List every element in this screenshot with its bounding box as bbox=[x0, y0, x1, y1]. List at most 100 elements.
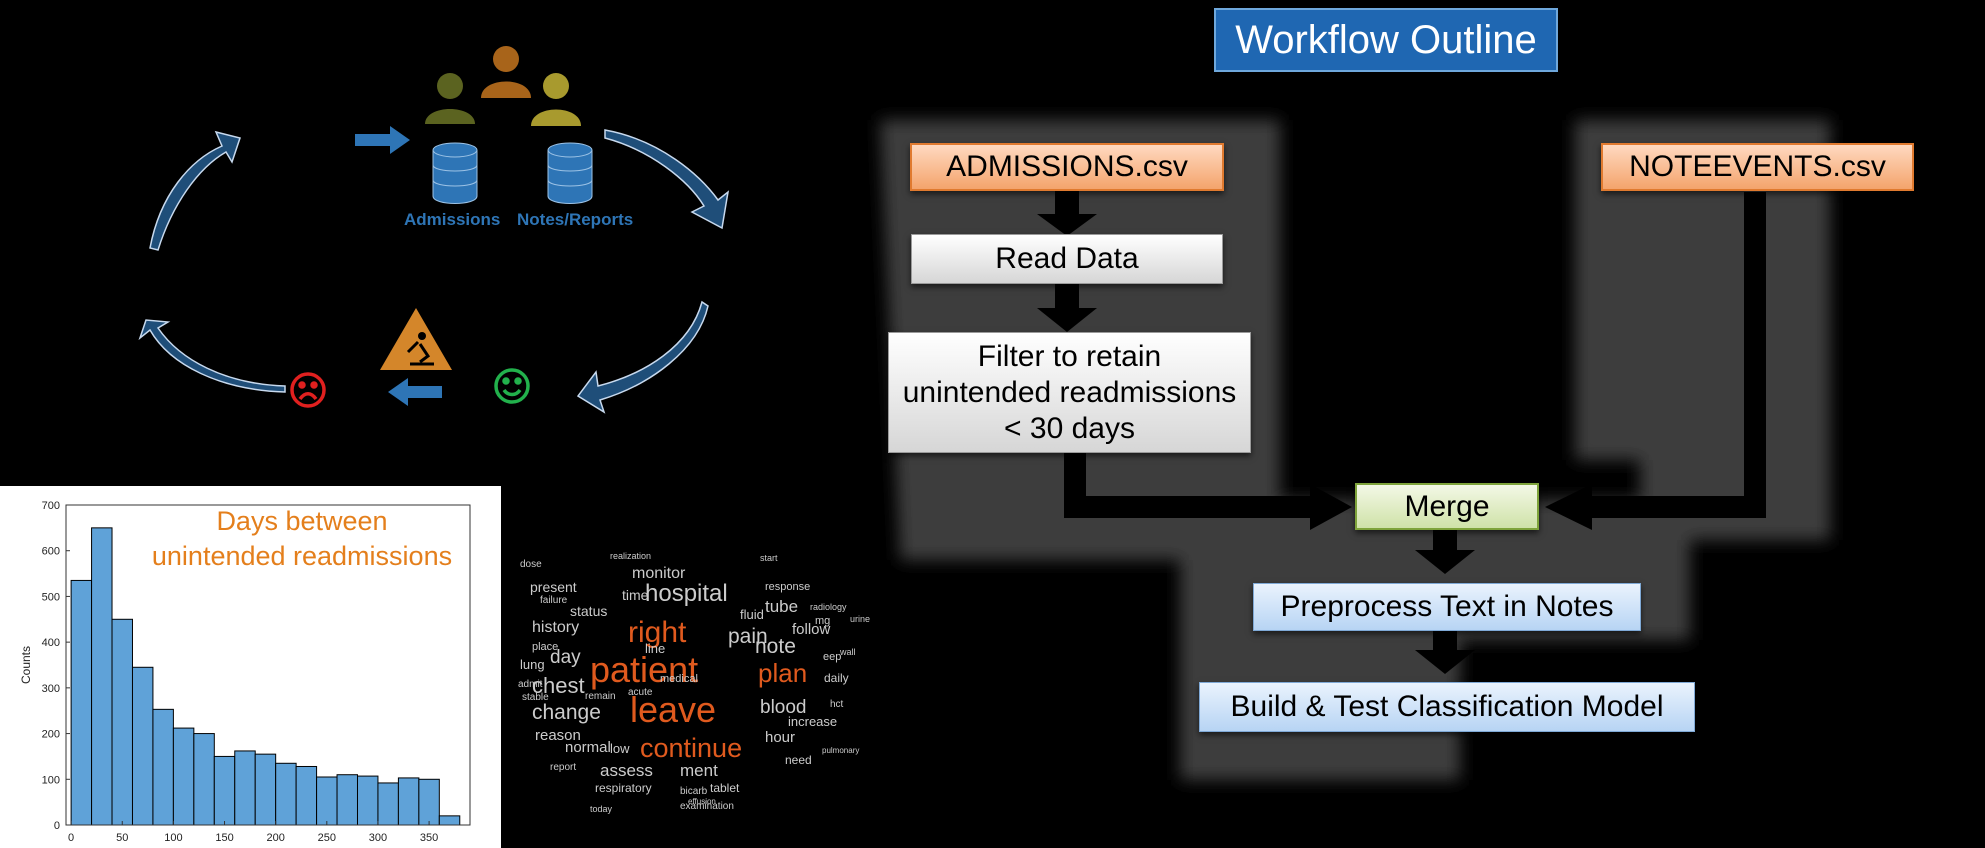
filter-line-3: < 30 days bbox=[1004, 411, 1135, 445]
histogram-axes-box bbox=[65, 504, 471, 826]
word-cloud-word: examination bbox=[680, 801, 734, 812]
word-cloud-word: acute bbox=[628, 687, 653, 698]
x-tick-label: 150 bbox=[215, 832, 233, 844]
word-cloud-word: lung bbox=[520, 657, 545, 672]
word-cloud-word: effusion bbox=[688, 797, 716, 806]
y-tick-label: 700 bbox=[42, 500, 60, 512]
word-cloud-word: plan bbox=[758, 658, 808, 688]
x-tick-label: 350 bbox=[420, 832, 438, 844]
histogram-bar bbox=[336, 774, 358, 826]
word-cloud-word: respiratory bbox=[595, 781, 652, 795]
word-cloud-word: realization bbox=[610, 551, 652, 561]
word-cloud-word: radiology bbox=[810, 602, 847, 612]
histogram-title: Days between unintended readmissions bbox=[137, 504, 467, 574]
word-cloud-word: failure bbox=[540, 595, 568, 606]
histogram-bar bbox=[91, 527, 113, 826]
word-cloud-word: admit bbox=[518, 679, 543, 690]
filter-box: Filter to retain unintended readmissions… bbox=[888, 332, 1251, 453]
admissions-database-icon bbox=[432, 142, 478, 204]
y-tick-label: 200 bbox=[42, 729, 60, 741]
word-cloud-word: medical bbox=[660, 673, 698, 685]
y-axis-label: Counts bbox=[19, 646, 33, 684]
histogram-bar bbox=[152, 708, 174, 826]
curved-arrow-top-right bbox=[604, 129, 730, 230]
arrow-left-icon bbox=[388, 378, 442, 406]
word-cloud-word: assess bbox=[600, 761, 653, 780]
word-cloud-word: tablet bbox=[710, 781, 740, 795]
word-cloud-word: need bbox=[785, 753, 812, 767]
arrow-right-icon bbox=[355, 126, 410, 154]
histogram-bar bbox=[193, 733, 215, 826]
word-cloud-word: place bbox=[532, 641, 559, 653]
word-cloud-word: status bbox=[570, 603, 608, 619]
x-tick-label: 250 bbox=[318, 832, 336, 844]
curved-arrow-top-left bbox=[149, 130, 241, 251]
word-cloud-word: continue bbox=[640, 733, 743, 763]
word-cloud-word: fluid bbox=[740, 607, 764, 622]
word-cloud-word: remain bbox=[585, 691, 616, 702]
notes-database-icon bbox=[547, 142, 593, 204]
x-tick-label: 50 bbox=[116, 832, 128, 844]
filter-line-2: unintended readmissions bbox=[902, 375, 1237, 409]
people-icon bbox=[425, 46, 581, 126]
word-cloud-word: history bbox=[532, 619, 580, 636]
word-cloud-word: today bbox=[590, 804, 613, 814]
curved-arrow-bottom-left bbox=[138, 319, 286, 393]
word-cloud-word: normal bbox=[565, 739, 611, 756]
histogram-bar bbox=[377, 782, 399, 826]
word-cloud-word: report bbox=[550, 762, 577, 773]
word-cloud-word: change bbox=[532, 701, 601, 724]
histogram-bar bbox=[295, 765, 318, 826]
y-tick-label: 0 bbox=[54, 820, 60, 832]
preprocess-box: Preprocess Text in Notes bbox=[1253, 583, 1641, 631]
histogram-bar bbox=[111, 618, 133, 826]
x-tick-label: 200 bbox=[266, 832, 284, 844]
word-cloud-word: monitor bbox=[632, 565, 686, 582]
happy-face-icon bbox=[494, 368, 530, 404]
admissions-csv-box: ADMISSIONS.csv bbox=[910, 143, 1224, 191]
word-cloud-word: time bbox=[622, 587, 649, 603]
histogram-bar bbox=[438, 815, 461, 826]
workflow-title: Workflow Outline bbox=[1214, 8, 1558, 72]
y-tick-label: 600 bbox=[42, 546, 60, 558]
noteevents-csv-box: NOTEEVENTS.csv bbox=[1601, 143, 1914, 191]
word-cloud-word: mg bbox=[815, 615, 831, 627]
x-tick-label: 100 bbox=[164, 832, 182, 844]
word-cloud-word: wall bbox=[840, 647, 856, 657]
word-cloud-word: bicarb bbox=[680, 786, 708, 797]
word-cloud-word: dose bbox=[520, 559, 542, 570]
word-cloud-word: low bbox=[610, 741, 630, 756]
word-cloud-word: hour bbox=[765, 729, 796, 746]
histogram-bar bbox=[397, 777, 420, 826]
word-cloud-word: blood bbox=[760, 697, 807, 718]
curved-arrow-bottom-right bbox=[576, 300, 709, 414]
histogram-bar bbox=[418, 778, 440, 826]
word-cloud-word: pain bbox=[728, 625, 768, 648]
word-cloud-word: increase bbox=[788, 714, 838, 729]
histogram-title-line-2: unintended readmissions bbox=[151, 541, 453, 571]
read-data-box: Read Data bbox=[911, 234, 1223, 284]
y-tick-label: 500 bbox=[42, 591, 60, 603]
word-cloud-word: leave bbox=[630, 689, 717, 730]
notes-reports-label: Notes/Reports bbox=[517, 210, 634, 229]
filter-line-1: Filter to retain bbox=[977, 339, 1162, 373]
y-tick-label: 100 bbox=[42, 774, 60, 786]
histogram-bar bbox=[213, 755, 236, 826]
histogram-bar bbox=[254, 753, 277, 826]
word-cloud-word: tube bbox=[765, 597, 799, 616]
word-cloud-word: ment bbox=[680, 761, 718, 780]
admissions-label: Admissions bbox=[404, 210, 501, 229]
histogram-bar bbox=[131, 666, 154, 826]
workflow-connectors bbox=[1037, 188, 1766, 674]
word-cloud-word: hospital bbox=[645, 580, 728, 607]
histogram-title-line-1: Days between bbox=[216, 506, 388, 536]
word-cloud-word: reason bbox=[535, 727, 581, 744]
histogram-bar bbox=[316, 776, 338, 826]
word-cloud-word: urine bbox=[850, 614, 871, 624]
word-cloud-word: pulmonary bbox=[822, 746, 860, 755]
histogram-bar bbox=[356, 775, 379, 826]
word-cloud-word: hct bbox=[830, 699, 844, 710]
word-cloud-word: day bbox=[550, 647, 581, 668]
histogram-bar bbox=[275, 762, 297, 826]
